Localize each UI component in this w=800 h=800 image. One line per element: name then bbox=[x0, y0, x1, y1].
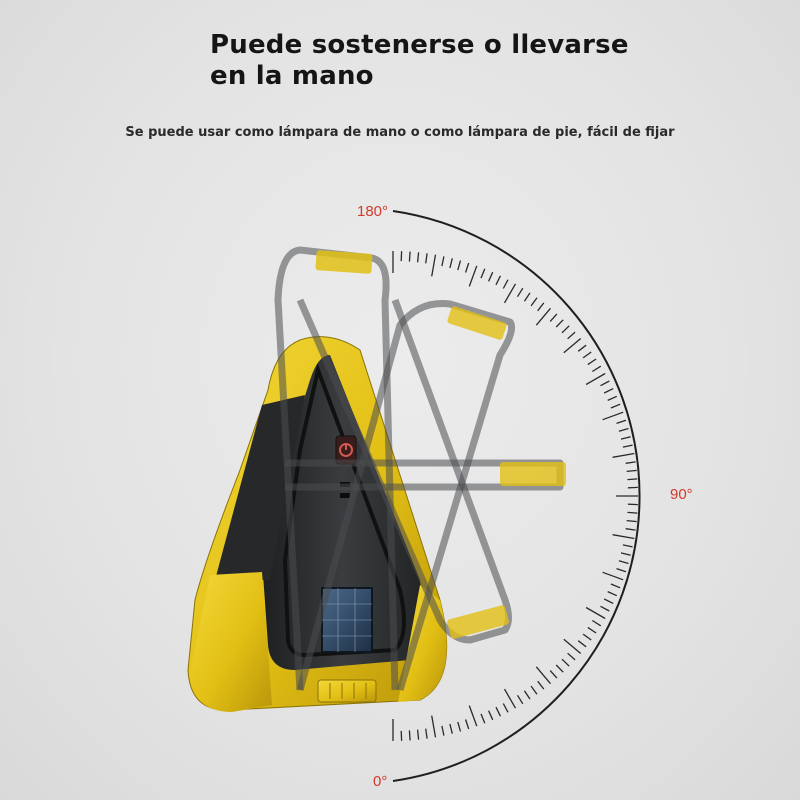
protractor-tick bbox=[625, 461, 636, 464]
protractor-tick bbox=[622, 544, 633, 548]
handle-grips bbox=[315, 250, 566, 639]
protractor-tick bbox=[530, 297, 538, 307]
protractor-tick bbox=[449, 723, 453, 734]
headline-line-2: en la mano bbox=[210, 61, 374, 91]
protractor-tick bbox=[600, 380, 610, 387]
protractor-tick bbox=[416, 252, 420, 263]
protractor-tick bbox=[441, 725, 445, 736]
protractor-tick bbox=[464, 262, 470, 273]
protractor-tick bbox=[408, 251, 411, 262]
protractor-tick bbox=[602, 571, 624, 581]
protractor-tick bbox=[537, 302, 545, 312]
protractor-tick bbox=[516, 694, 524, 705]
subtitle: Se puede usar como lámpara de mano o com… bbox=[125, 125, 675, 140]
protractor-tick bbox=[591, 365, 602, 373]
protractor-tick bbox=[535, 666, 551, 685]
protractor-tick bbox=[585, 372, 606, 386]
protractor-tick bbox=[503, 283, 517, 304]
protractor-tick bbox=[516, 287, 524, 298]
protractor-tick bbox=[523, 292, 531, 302]
protractor-tick bbox=[582, 351, 592, 359]
protractor-tick bbox=[495, 706, 501, 717]
protractor-tick bbox=[585, 606, 606, 620]
protractor-tick bbox=[537, 680, 545, 690]
protractor-tick bbox=[627, 478, 638, 481]
protractor-tick bbox=[530, 685, 538, 695]
protractor-tick bbox=[620, 436, 631, 440]
protractor-tick bbox=[488, 710, 494, 721]
protractor-tick bbox=[603, 388, 614, 394]
power-button-icon bbox=[335, 435, 357, 465]
protractor-tick bbox=[616, 567, 627, 573]
protractor-tick bbox=[441, 256, 445, 267]
protractor-tick bbox=[607, 395, 618, 401]
protractor-tick bbox=[549, 313, 558, 322]
protractor-tick bbox=[607, 591, 618, 597]
protractor-tick bbox=[425, 728, 428, 739]
protractor-tick bbox=[577, 640, 587, 648]
solar-panel-icon bbox=[321, 587, 373, 653]
angle-label-180: 180° bbox=[357, 203, 389, 220]
protractor-tick bbox=[480, 268, 486, 279]
protractor-tick bbox=[577, 344, 587, 352]
protractor-tick bbox=[464, 719, 470, 730]
protractor-tick bbox=[626, 469, 637, 473]
protractor-tick bbox=[620, 552, 631, 556]
protractor-tick bbox=[495, 275, 501, 286]
protractor-tick bbox=[626, 519, 637, 523]
protractor-tick bbox=[502, 703, 509, 713]
protractor-tick bbox=[431, 715, 437, 738]
protractor-tick bbox=[625, 528, 636, 531]
protractor-tick bbox=[468, 705, 478, 727]
protractor-tick bbox=[488, 271, 494, 282]
protractor-tick bbox=[618, 427, 629, 432]
protractor-tick bbox=[457, 260, 462, 271]
protractor-tick bbox=[503, 688, 517, 709]
protractor-tick bbox=[563, 338, 582, 354]
protractor-tick bbox=[561, 325, 570, 334]
protractor-tick bbox=[555, 319, 564, 328]
protractor-tick bbox=[612, 452, 635, 458]
protractor-arc-icon bbox=[392, 210, 641, 782]
protractor-tick bbox=[480, 713, 486, 724]
protractor-tick bbox=[561, 658, 570, 667]
protractor-tick bbox=[610, 403, 621, 409]
protractor-tick bbox=[523, 690, 531, 700]
protractor-tick bbox=[582, 633, 592, 641]
headline-line-1: Puede sostenerse o llevarse bbox=[210, 30, 629, 60]
protractor-tick bbox=[602, 411, 624, 421]
protractor-tick bbox=[535, 307, 551, 326]
protractor-tick bbox=[502, 279, 509, 289]
protractor-tick bbox=[622, 444, 633, 448]
protractor-tick bbox=[587, 626, 597, 634]
angle-label-0: 0° bbox=[373, 773, 388, 790]
protractor-tick bbox=[416, 729, 420, 740]
protractor-tick bbox=[612, 534, 635, 540]
protractor-tick bbox=[408, 730, 411, 741]
protractor-tick bbox=[616, 419, 627, 425]
protractor-tick bbox=[567, 331, 576, 340]
protractor-tick bbox=[603, 598, 614, 604]
protractor-tick bbox=[549, 670, 558, 679]
angle-label-90: 90° bbox=[670, 486, 693, 503]
protractor-tick bbox=[431, 254, 437, 277]
protractor-tick bbox=[618, 560, 629, 565]
protractor-tick bbox=[591, 619, 602, 627]
protractor-tick bbox=[610, 583, 621, 589]
protractor-tick bbox=[567, 652, 576, 661]
protractor-tick bbox=[425, 253, 428, 264]
protractor-tick bbox=[627, 511, 638, 514]
protractor-tick bbox=[555, 664, 564, 673]
protractor-tick bbox=[587, 358, 597, 366]
protractor-tick bbox=[457, 721, 462, 732]
headline: Puede sostenerse o llevarse en la mano bbox=[210, 30, 629, 92]
protractor-tick bbox=[600, 605, 610, 612]
protractor-tick bbox=[449, 258, 453, 269]
protractor-tick bbox=[468, 265, 478, 287]
protractor-tick bbox=[563, 638, 582, 654]
